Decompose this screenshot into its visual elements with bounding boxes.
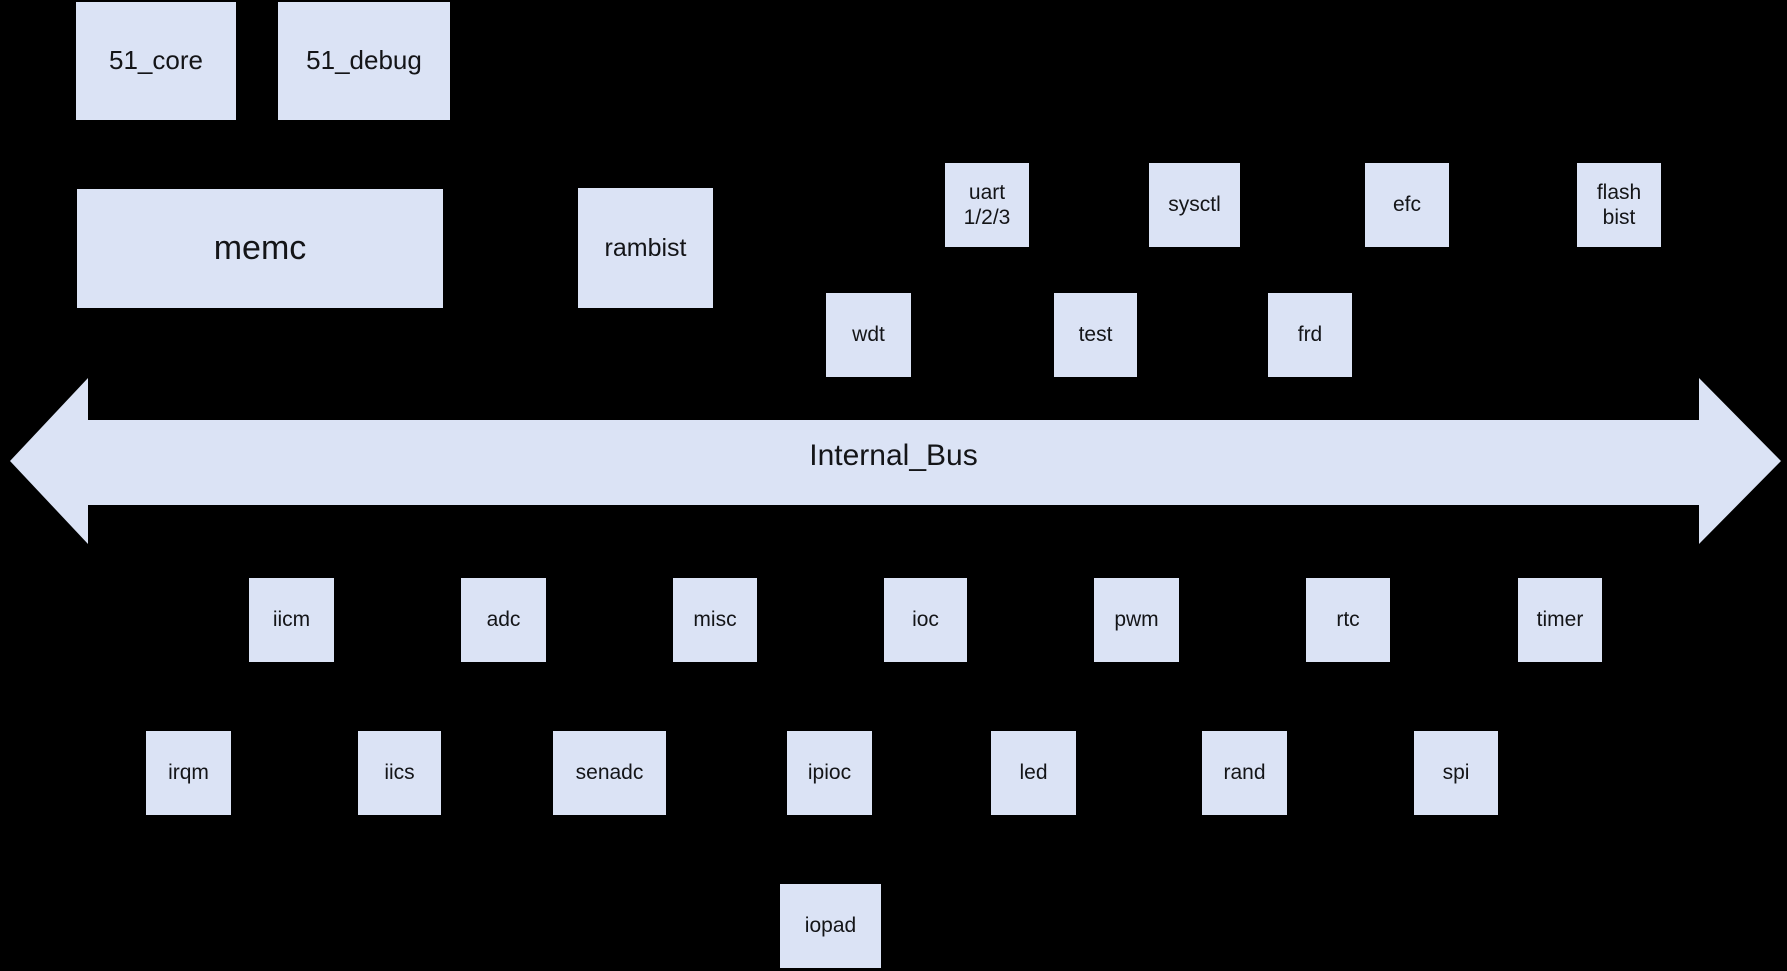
block-test: test	[1054, 293, 1137, 377]
block-uart-123: uart 1/2/3	[945, 163, 1029, 247]
block-flash-bist: flash bist	[1577, 163, 1661, 247]
block-irqm: irqm	[146, 731, 231, 815]
block-misc: misc	[673, 578, 757, 662]
block-rambist: rambist	[578, 188, 713, 308]
block-iics: iics	[358, 731, 441, 815]
block-led: led	[991, 731, 1076, 815]
block-senadc: senadc	[553, 731, 666, 815]
block-sysctl: sysctl	[1149, 163, 1240, 247]
block-spi: spi	[1414, 731, 1498, 815]
block-memc: memc	[77, 189, 443, 308]
block-frd: frd	[1268, 293, 1352, 377]
block-wdt: wdt	[826, 293, 911, 377]
double-arrow-shape	[10, 378, 1781, 544]
block-rtc: rtc	[1306, 578, 1390, 662]
block-ipioc: ipioc	[787, 731, 872, 815]
block-efc: efc	[1365, 163, 1449, 247]
block-rand: rand	[1202, 731, 1287, 815]
internal-bus-label: Internal_Bus	[809, 439, 978, 472]
block-iopad: iopad	[780, 884, 881, 968]
block-adc: adc	[461, 578, 546, 662]
block-51-debug: 51_debug	[278, 2, 450, 120]
block-timer: timer	[1518, 578, 1602, 662]
block-ioc: ioc	[884, 578, 967, 662]
block-51-core: 51_core	[76, 2, 236, 120]
block-pwm: pwm	[1094, 578, 1179, 662]
block-iicm: iicm	[249, 578, 334, 662]
